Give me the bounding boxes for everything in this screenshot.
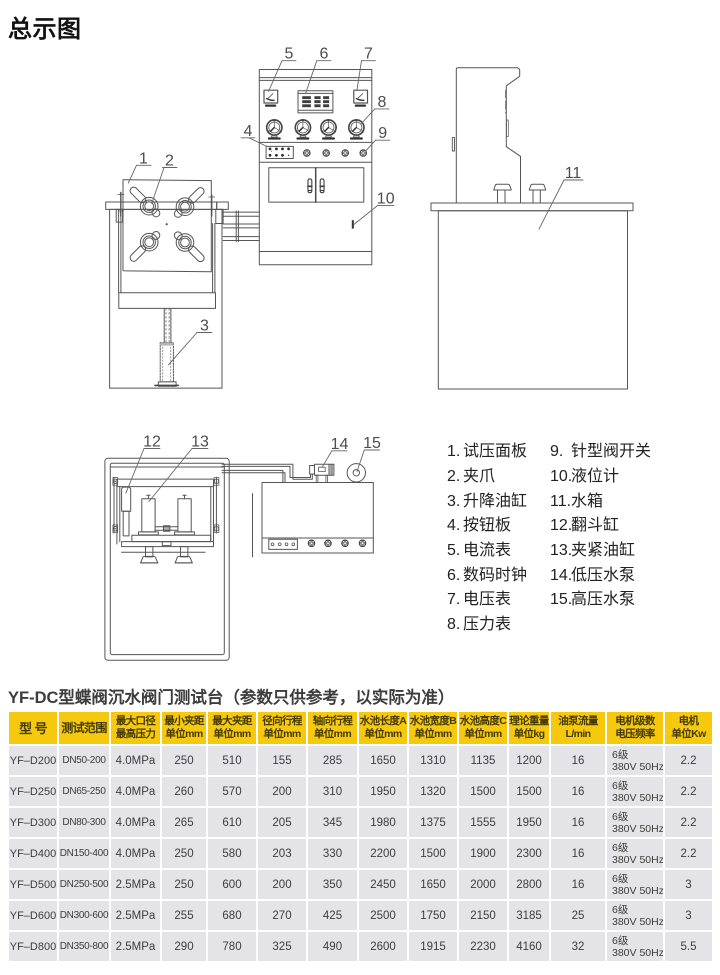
svg-text:13: 13: [191, 434, 209, 451]
svg-text:15: 15: [363, 435, 381, 452]
svg-text:2: 2: [165, 153, 174, 170]
svg-text:3: 3: [200, 318, 209, 335]
svg-text:5: 5: [285, 46, 294, 63]
svg-text:7: 7: [364, 46, 373, 63]
svg-text:8: 8: [378, 94, 387, 111]
svg-text:12: 12: [143, 434, 161, 451]
svg-text:11: 11: [565, 165, 582, 182]
svg-text:6: 6: [319, 46, 328, 63]
svg-text:4: 4: [244, 123, 253, 140]
svg-text:10: 10: [377, 191, 395, 208]
svg-text:9: 9: [378, 125, 387, 142]
svg-text:14: 14: [331, 436, 349, 453]
svg-text:1: 1: [139, 150, 148, 167]
